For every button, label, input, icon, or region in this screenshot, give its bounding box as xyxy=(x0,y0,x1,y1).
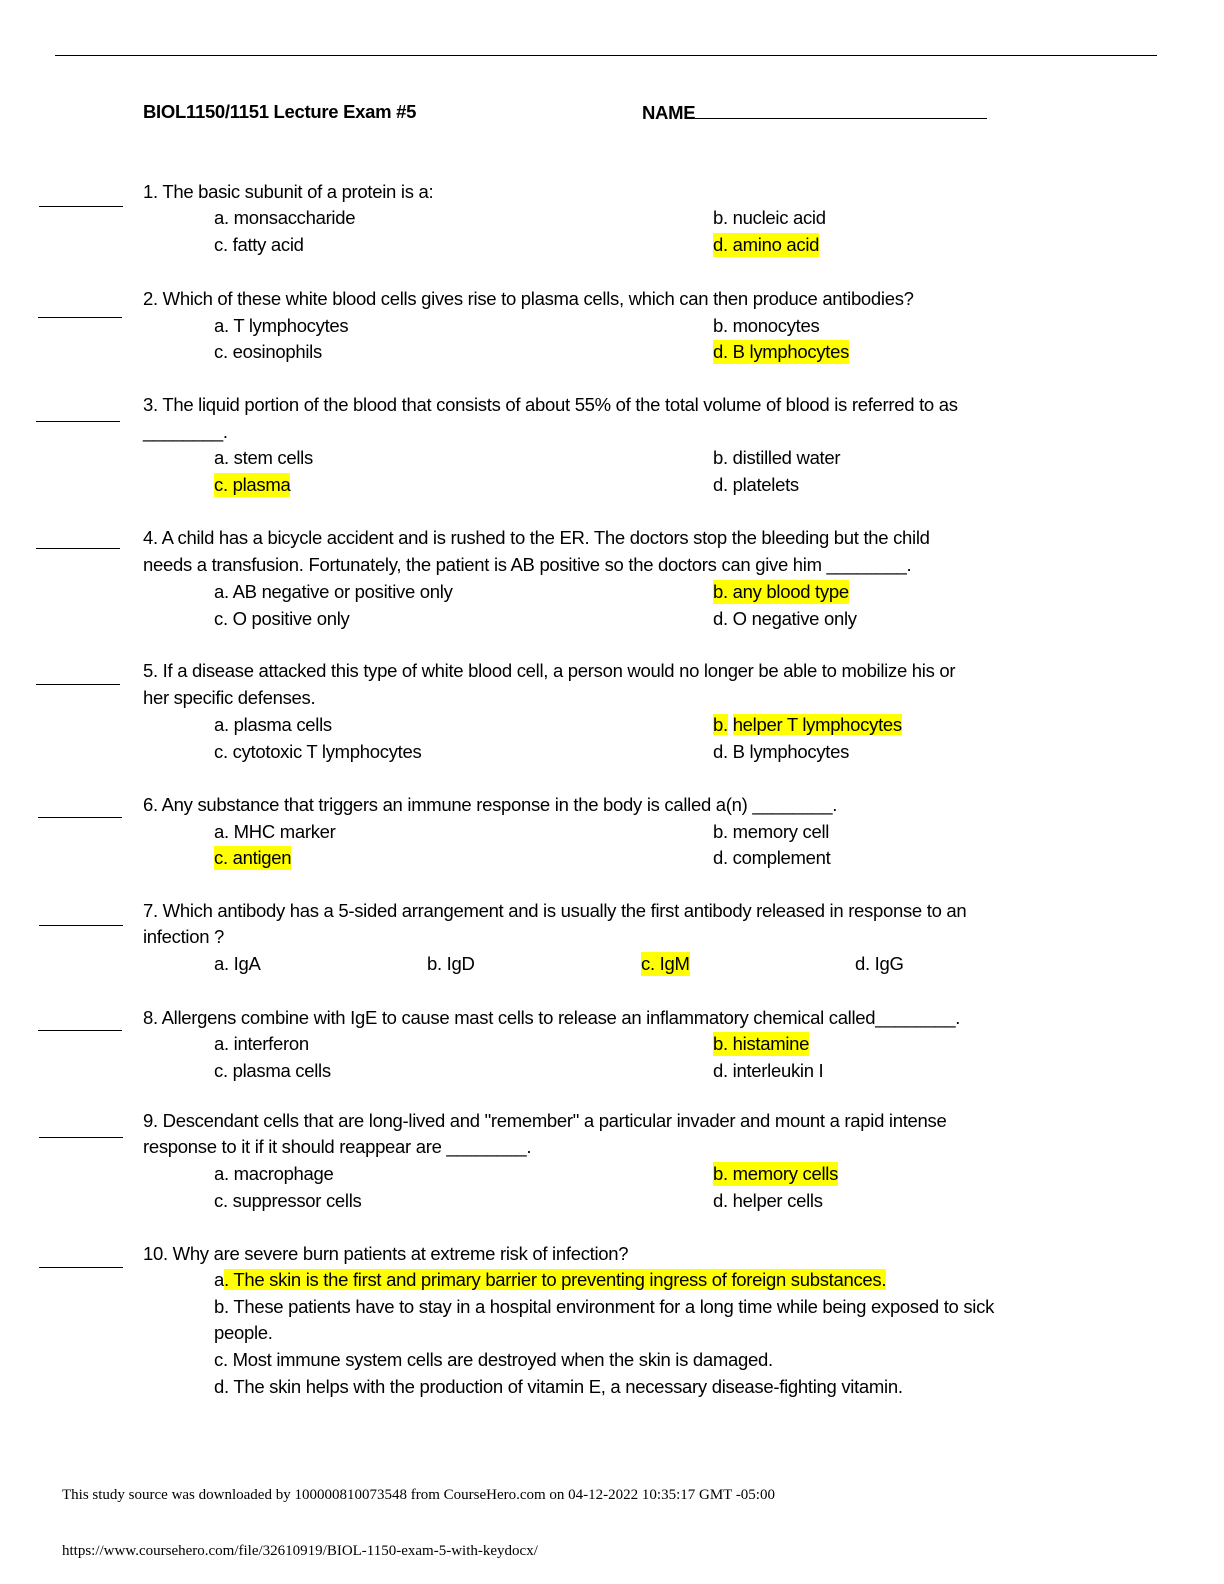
download-note: This study source was downloaded by 1000… xyxy=(62,1487,775,1503)
exam-title: BIOL1150/1151 Lecture Exam #5 xyxy=(143,101,417,122)
option-c-correct: c. antigen xyxy=(214,846,292,870)
option-a: a. T lymphocytes xyxy=(214,315,349,336)
option-d: d. complement xyxy=(713,847,831,868)
answer-blank xyxy=(39,1267,123,1268)
question-stem: response to it if it should reappear are… xyxy=(143,1136,532,1157)
top-rule xyxy=(55,55,1157,56)
option-c: c. plasma cells xyxy=(214,1060,331,1081)
question-stem: 1. The basic subunit of a protein is a: xyxy=(143,181,434,202)
answer-blank xyxy=(36,548,120,549)
option-d: d. platelets xyxy=(713,474,799,495)
option-b-correct: b. helper T lymphocytes xyxy=(713,713,902,737)
answer-blank xyxy=(38,817,122,818)
option-d-correct: d. B lymphocytes xyxy=(713,340,850,364)
option-a: a. IgA xyxy=(214,953,261,974)
option-a-text: . The skin is the first and primary barr… xyxy=(224,1269,887,1290)
question-stem: 2. Which of these white blood cells give… xyxy=(143,288,914,309)
option-b: b. IgD xyxy=(427,953,475,974)
option-a: a. macrophage xyxy=(214,1163,334,1184)
option-c: c. suppressor cells xyxy=(214,1190,362,1211)
question-stem: infection ? xyxy=(143,926,225,947)
question-stem: needs a transfusion. Fortunately, the pa… xyxy=(143,554,912,575)
name-field: NAME xyxy=(642,100,988,124)
source-url[interactable]: https://www.coursehero.com/file/32610919… xyxy=(62,1543,538,1559)
option-c: c. fatty acid xyxy=(214,234,304,255)
option-a: a. interferon xyxy=(214,1033,309,1054)
answer-blank xyxy=(39,925,123,926)
option-a-prefix: a xyxy=(214,1269,224,1290)
question-stem: her specific defenses. xyxy=(143,687,316,708)
question-stem: 5. If a disease attacked this type of wh… xyxy=(143,660,956,681)
question-stem: 9. Descendant cells that are long-lived … xyxy=(143,1110,947,1131)
question-stem: ________. xyxy=(143,421,228,442)
option-d: d. B lymphocytes xyxy=(713,741,850,762)
option-a: a. AB negative or positive only xyxy=(214,581,453,602)
option-d: d. The skin helps with the production of… xyxy=(214,1376,903,1397)
option-c: c. cytotoxic T lymphocytes xyxy=(214,741,422,762)
option-b: b. memory cell xyxy=(713,821,830,842)
option-c-correct: c. plasma xyxy=(214,473,291,497)
question-stem: 7. Which antibody has a 5-sided arrangem… xyxy=(143,900,967,921)
name-blank xyxy=(695,100,988,119)
option-a: a. stem cells xyxy=(214,447,313,468)
answer-blank xyxy=(38,317,122,318)
option-b: b. nucleic acid xyxy=(713,207,826,228)
question-stem: 3. The liquid portion of the blood that … xyxy=(143,394,958,415)
option-d: d. IgG xyxy=(855,953,904,974)
answer-blank xyxy=(38,1030,122,1031)
option-b-continued: people. xyxy=(214,1322,273,1343)
option-c: c. Most immune system cells are destroye… xyxy=(214,1349,773,1370)
option-b: b. monocytes xyxy=(713,315,820,336)
option-a: a. MHC marker xyxy=(214,821,336,842)
option-b: b. These patients have to stay in a hosp… xyxy=(214,1296,995,1317)
option-d: d. helper cells xyxy=(713,1190,823,1211)
option-b-correct: b. any blood type xyxy=(713,580,849,604)
option-b-prefix: b. xyxy=(713,714,728,735)
answer-blank xyxy=(39,206,123,207)
question-stem: 4. A child has a bicycle accident and is… xyxy=(143,527,930,548)
option-d: d. interleukin I xyxy=(713,1060,824,1081)
option-c: c. O positive only xyxy=(214,608,350,629)
name-label: NAME xyxy=(642,102,696,123)
option-a-correct: a. The skin is the first and primary bar… xyxy=(214,1268,887,1292)
question-stem: 10. Why are severe burn patients at extr… xyxy=(143,1243,629,1264)
answer-blank xyxy=(36,684,120,685)
question-stem: 6. Any substance that triggers an immune… xyxy=(143,794,838,815)
option-b-correct: b. memory cells xyxy=(713,1162,839,1186)
option-b-text: helper T lymphocytes xyxy=(732,714,902,735)
option-d-correct: d. amino acid xyxy=(713,233,820,257)
answer-blank xyxy=(39,1137,123,1138)
option-a: a. monsaccharide xyxy=(214,207,356,228)
option-c-correct: c. IgM xyxy=(641,952,690,976)
option-d: d. O negative only xyxy=(713,608,857,629)
option-a: a. plasma cells xyxy=(214,714,332,735)
option-b: b. distilled water xyxy=(713,447,841,468)
question-stem: 8. Allergens combine with IgE to cause m… xyxy=(143,1007,961,1028)
option-b-correct: b. histamine xyxy=(713,1032,810,1056)
answer-blank xyxy=(36,421,120,422)
option-c: c. eosinophils xyxy=(214,341,322,362)
